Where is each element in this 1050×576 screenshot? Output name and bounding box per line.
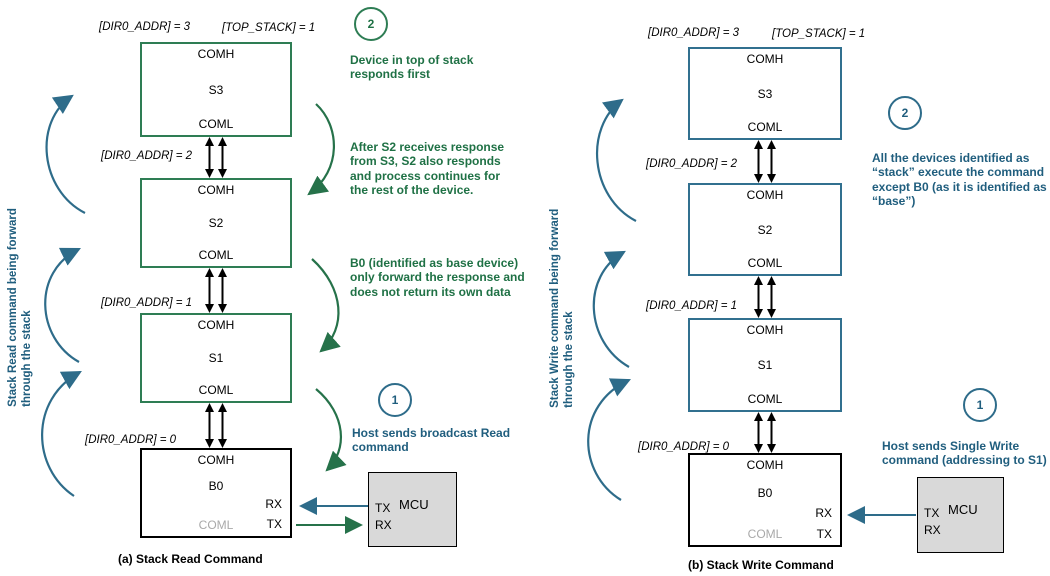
b-b0-comh-label: COMH [746,458,784,472]
b-step-1-note: Host sends Single Write command (address… [882,439,1047,468]
b-s3-coml-label: COML [747,120,783,134]
b-dir0-addr-3-label: [DIR0_ADDR] = 3 [648,27,740,39]
a-step-1-note: Host sends broadcast Read command [352,426,511,455]
b-flow-direction-label: Stack Write command being forward throug… [549,208,576,408]
b-dir0-addr-0-label: [DIR0_ADDR] = 0 [638,441,730,453]
b-b0-coml-label: COML [747,527,783,541]
a-device-box-s2: COMH S2 COML [140,178,292,268]
a-step-2-note: Device in top of stack responds first [350,53,474,82]
a-dir0-addr-2-label: [DIR0_ADDR] = 2 [101,150,193,162]
b-mcu-rx-pin: RX [924,523,941,537]
a-mcu-name: MCU [399,497,429,512]
a-s1-comh-label: COMH [197,318,235,332]
a-after-s2-note: After S2 receives response from S3, S2 a… [350,140,505,198]
a-b0-comh-label: COMH [197,453,235,467]
b-mcu-tx-pin: TX [924,506,940,520]
b-command-arc-s2-to-s3 [596,98,637,222]
b-device-box-s3: COMH S3 COML [688,47,842,140]
b-device-box-s1: COMH S1 COML [688,318,842,412]
a-caption: (a) Stack Read Command [118,552,263,566]
b-b0-tx-pin: TX [816,527,832,541]
b-caption: (b) Stack Write Command [688,558,834,572]
a-s2-coml-label: COML [198,248,234,262]
a-mcu-rx-pin: RX [375,518,392,532]
a-dir0-addr-1-label: [DIR0_ADDR] = 1 [101,297,193,309]
b-b0-name: B0 [757,485,773,500]
a-command-arc-b0-to-s1 [41,370,82,497]
a-s2-name: S2 [208,216,224,230]
b-s1-coml-label: COML [747,392,783,406]
a-device-box-s3: COMH S3 COML [140,42,292,137]
a-step-2-badge: 2 [354,7,388,41]
a-s3-name: S3 [208,82,224,97]
a-response-arc-s3-to-s2 [307,103,335,196]
b-command-arc-b0-to-s1 [587,378,631,501]
a-s1-name: S1 [208,351,224,365]
a-mcu-box: TX RX MCU [368,472,457,547]
a-b0-coml-label: COML [198,518,234,532]
b-s2-coml-label: COML [747,256,783,270]
a-device-box-s1: COMH S1 COML [140,313,292,403]
a-s1-coml-label: COML [198,383,234,397]
b-s2-name: S2 [757,222,773,237]
b-dir0-addr-2-label: [DIR0_ADDR] = 2 [646,158,738,170]
a-mcu-tx-pin: TX [375,501,391,515]
a-step-1-badge: 1 [378,383,412,417]
b-mcu-name: MCU [948,502,978,517]
b-top-stack-label: [TOP_STACK] = 1 [772,28,866,40]
b-step-2-note: All the devices identified as “stack” ex… [872,151,1047,209]
b-step-1-badge: 1 [963,388,997,422]
a-s2-comh-label: COMH [197,183,235,197]
a-b0-name: B0 [208,479,224,494]
a-s3-coml-label: COML [198,117,234,131]
b-dir0-addr-1-label: [DIR0_ADDR] = 1 [646,300,738,312]
b-s3-comh-label: COMH [746,52,784,66]
a-s3-comh-label: COMH [197,47,235,61]
a-dir0-addr-0-label: [DIR0_ADDR] = 0 [85,434,177,446]
b-s1-comh-label: COMH [746,323,784,337]
a-command-arc-s1-to-s2 [44,247,81,363]
a-response-arc-s1-to-b0 [315,388,347,472]
b-s1-name: S1 [757,358,773,372]
b-command-arc-s1-to-s2 [592,250,630,368]
a-command-arc-s2-to-s3 [45,94,86,214]
b-device-box-s2: COMH S2 COML [688,183,842,276]
b-device-box-b0: COMH B0 RX TX COML [688,453,842,547]
a-response-arc-s2-to-s1 [311,258,341,353]
a-flow-direction-label: Stack Read command being forward through… [7,208,34,407]
b-step-2-badge: 2 [888,96,922,130]
a-dir0-addr-3-label: [DIR0_ADDR] = 3 [99,21,191,33]
b-s3-name: S3 [757,86,773,101]
a-b0-tx-pin: TX [266,517,282,531]
a-device-box-b0: COMH B0 RX TX COML [140,448,292,538]
a-top-stack-label: [TOP_STACK] = 1 [222,22,316,34]
a-b0-base-note: B0 (identified as base device) only forw… [350,256,525,299]
a-b0-rx-pin: RX [265,497,282,511]
b-s2-comh-label: COMH [746,188,784,202]
b-mcu-box: TX RX MCU [917,477,1004,553]
b-b0-rx-pin: RX [815,506,832,520]
